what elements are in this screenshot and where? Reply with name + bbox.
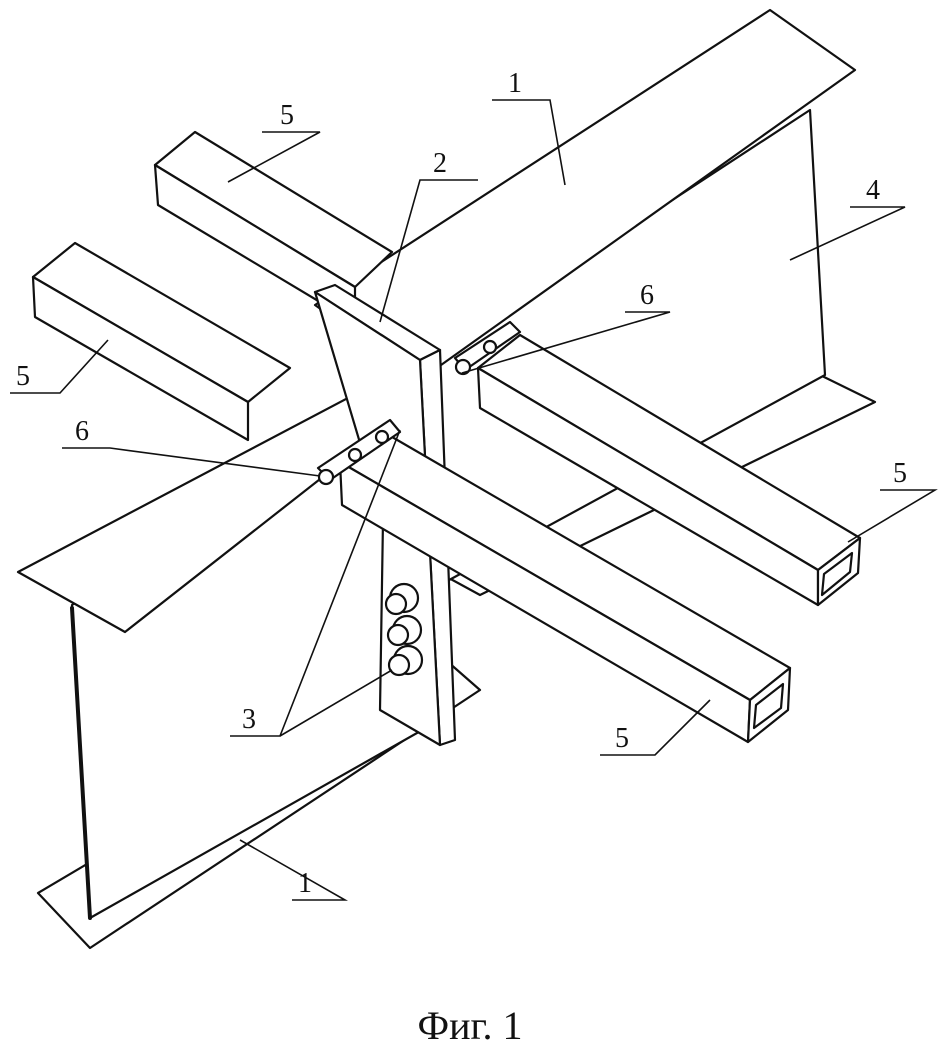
callout-6-right: 6 bbox=[640, 280, 654, 311]
callout-5-top-left: 5 bbox=[280, 100, 294, 131]
leader-lines bbox=[10, 99, 938, 901]
secondary-beam-right-front bbox=[338, 428, 792, 744]
callout-4: 4 bbox=[866, 175, 880, 206]
callout-6-left: 6 bbox=[75, 416, 89, 447]
secondary-beam-right-rear bbox=[476, 333, 862, 607]
callout-2: 2 bbox=[433, 148, 447, 179]
figure-caption: Фиг. 1 bbox=[417, 1003, 523, 1048]
callout-5-left: 5 bbox=[16, 361, 30, 392]
secondary-beam-left-lower bbox=[31, 241, 292, 442]
support-clip-left bbox=[316, 418, 402, 486]
callout-1-top: 1 bbox=[508, 68, 522, 99]
callout-3: 3 bbox=[242, 704, 256, 735]
callout-5-right: 5 bbox=[893, 458, 907, 489]
callout-5-bottom: 5 bbox=[615, 723, 629, 754]
support-clip-right bbox=[453, 320, 522, 376]
callout-1-bottom: 1 bbox=[298, 868, 312, 899]
bolt-group bbox=[384, 582, 424, 677]
